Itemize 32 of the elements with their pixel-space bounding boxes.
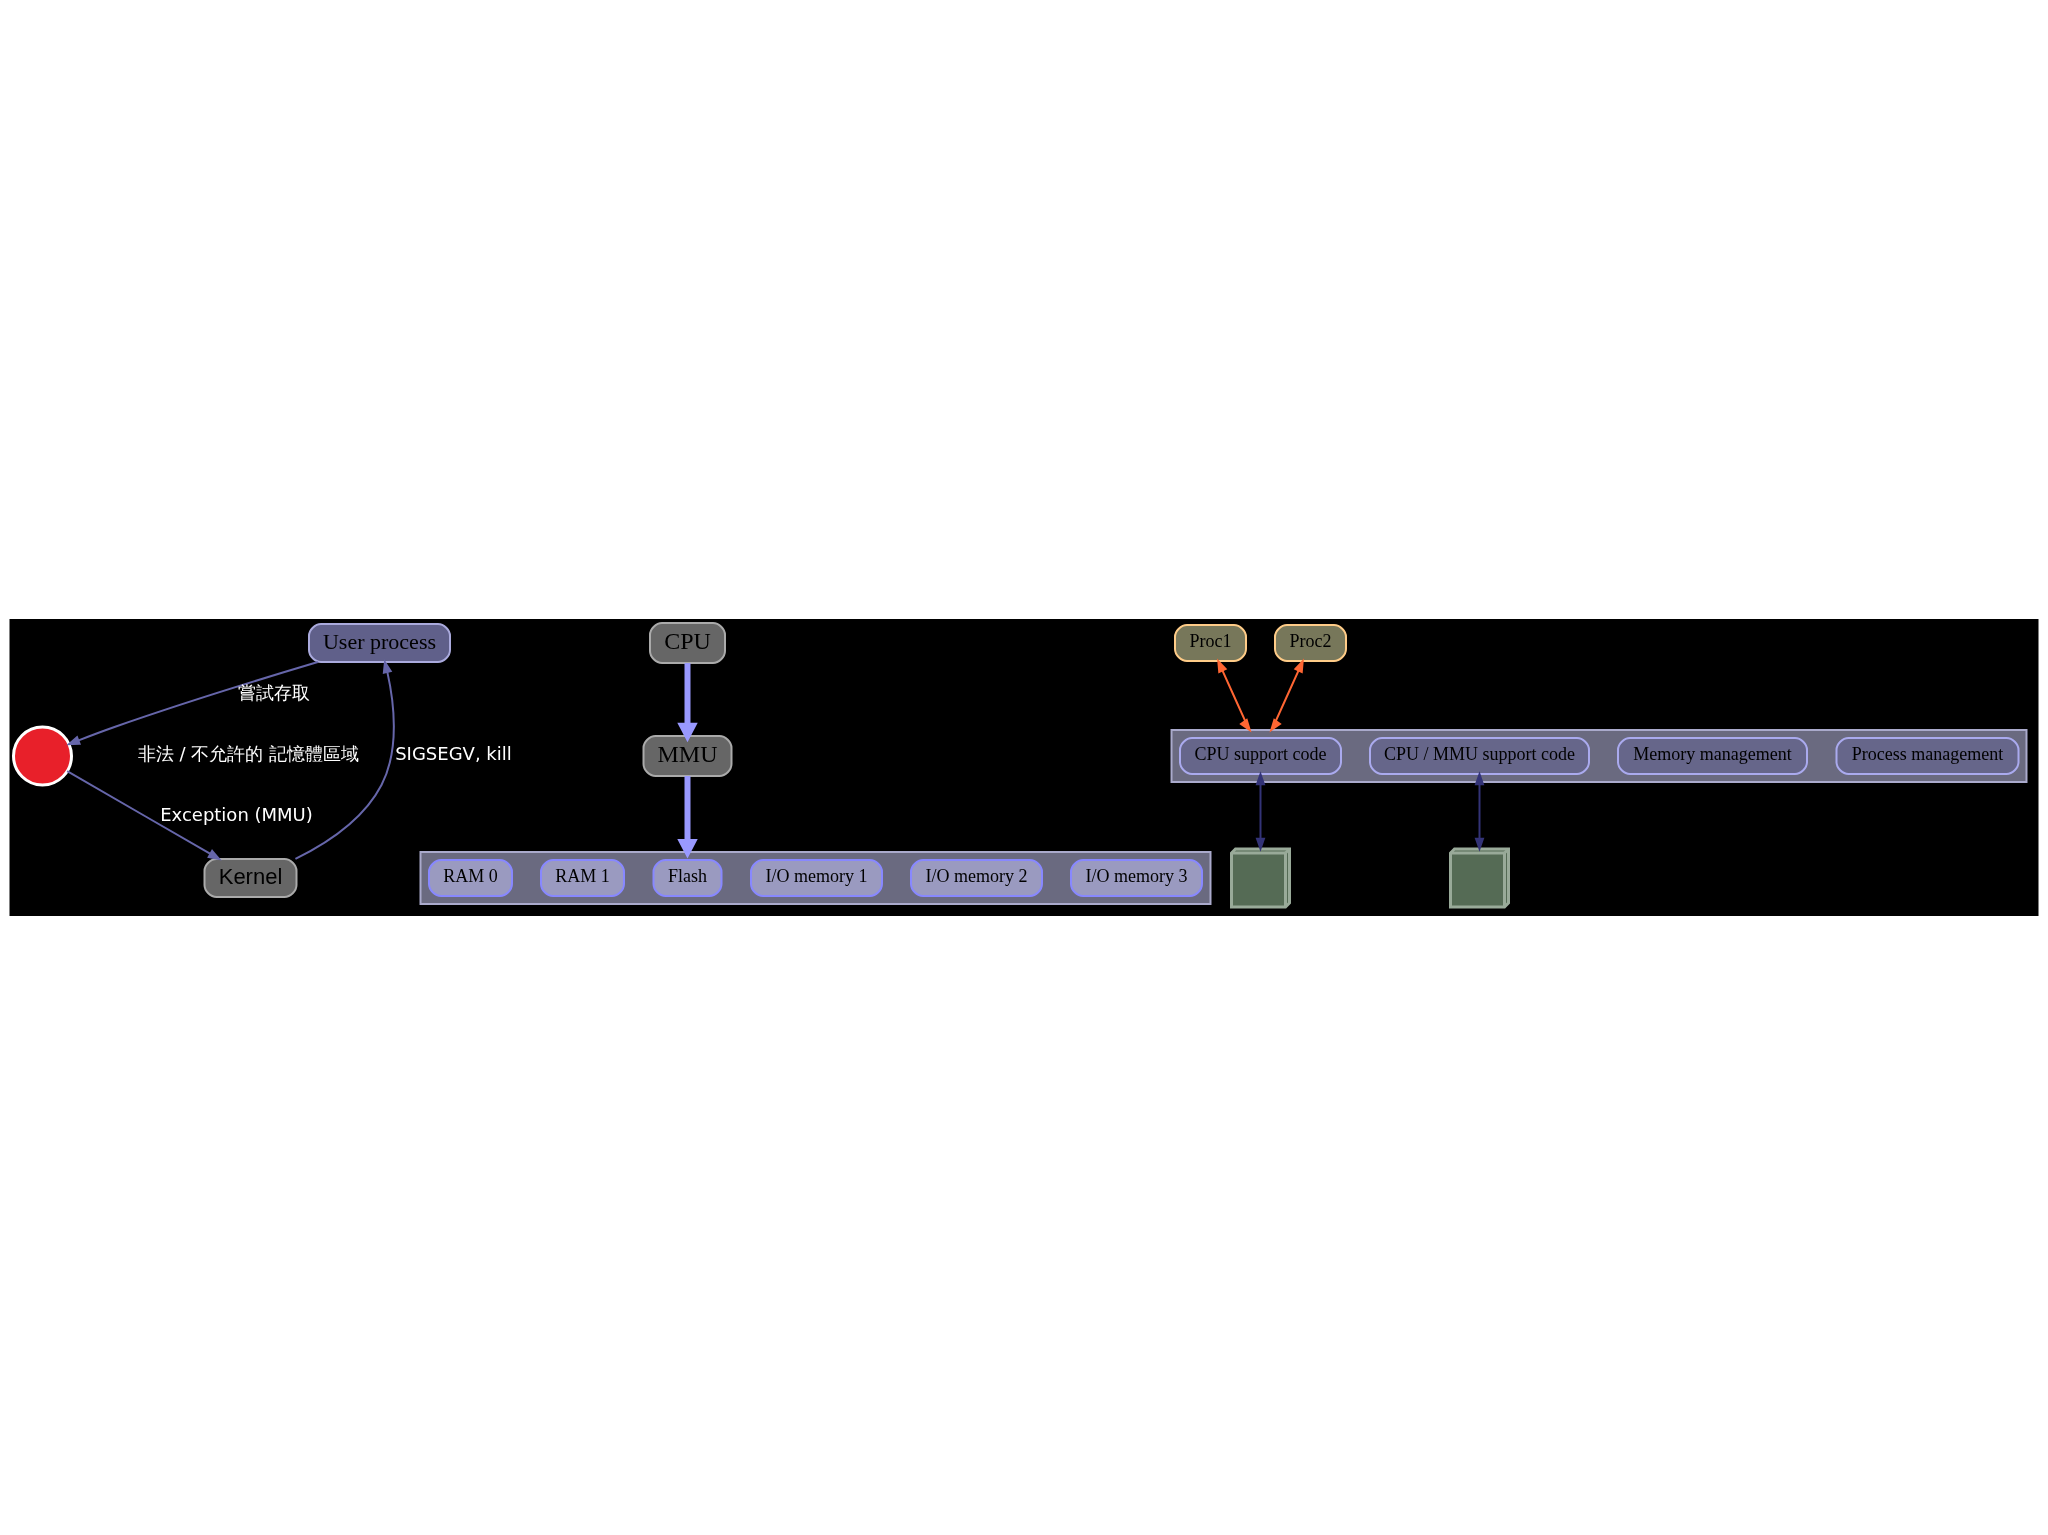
arrow xyxy=(1474,771,1485,852)
node-box: User process xyxy=(308,623,451,663)
arrow xyxy=(677,776,698,859)
node-box: I/O memory 2 xyxy=(910,859,1043,897)
arrow xyxy=(66,770,222,861)
node-box: Proc1 xyxy=(1174,624,1247,662)
node-box: CPU support code xyxy=(1179,737,1342,775)
arrow xyxy=(1269,658,1304,733)
arrow xyxy=(66,661,319,746)
node-box: CPU / MMU support code xyxy=(1369,737,1590,775)
node-label: 非法 / 不允許的 記憶體區域 xyxy=(137,743,360,765)
arrow xyxy=(677,663,698,743)
node-circle xyxy=(12,725,73,787)
arrow xyxy=(294,659,395,860)
node-box: Kernel xyxy=(203,858,298,898)
node-box: Process management xyxy=(1835,737,2020,775)
edge-label: Exception (MMU) xyxy=(160,804,313,826)
node-box: Flash xyxy=(652,859,723,897)
node-box: RAM 0 xyxy=(428,859,513,897)
cluster xyxy=(419,851,1212,905)
edge-label: 嘗試存取 xyxy=(238,682,310,704)
cluster xyxy=(1170,729,2028,783)
node-box: CPU xyxy=(649,622,726,664)
node-box: RAM 1 xyxy=(540,859,625,897)
arrow xyxy=(1255,771,1266,852)
node-box: Memory management xyxy=(1617,737,1808,775)
node-box: I/O memory 1 xyxy=(750,859,883,897)
edge-label: SIGSEGV, kill xyxy=(395,743,512,765)
node-box: MMU xyxy=(642,735,733,777)
node-box: Proc2 xyxy=(1274,624,1347,662)
arrow xyxy=(1217,658,1252,733)
node-box: I/O memory 3 xyxy=(1070,859,1203,897)
